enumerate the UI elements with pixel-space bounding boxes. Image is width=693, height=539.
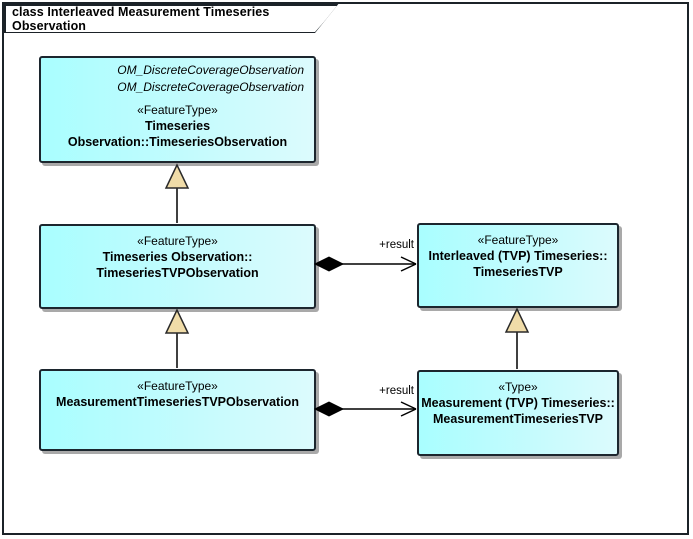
stereotype-label: «FeatureType» [477,233,559,247]
class-measurement-timeseries-tvp-observation[interactable]: «FeatureType» MeasurementTimeseriesTVPOb… [39,369,316,451]
class-name: MeasurementTimeseriesTVP [433,412,603,426]
parent-class-label: OM_DiscreteCoverageObservation [117,80,304,94]
stereotype-label: «FeatureType» [137,379,218,393]
diagram-title-tab-inner: class Interleaved Measurement Timeseries… [6,6,338,32]
parent-class-label: OM_DiscreteCoverageObservation [117,63,304,77]
stereotype-label: «FeatureType» [137,234,218,248]
generalization-connector[interactable] [504,307,530,369]
class-timeseries-tvp[interactable]: «FeatureType» Interleaved (TVP) Timeseri… [417,223,619,308]
class-name: Timeseries Observation::TimeseriesObserv… [67,119,288,149]
class-name: Measurement (TVP) Timeseries:: [421,396,615,410]
composition-diamond-icon [313,256,345,272]
composition-connector[interactable] [313,401,417,417]
generalization-connector[interactable] [164,163,190,223]
generalization-connector[interactable] [164,308,190,368]
generalization-arrowhead-icon [164,308,190,334]
generalization-arrowhead-icon [164,163,190,189]
association-role-label: +result [379,239,414,251]
stereotype-label: «Type» [498,380,538,394]
association-role-label: +result [379,385,414,397]
class-timeseries-tvp-observation[interactable]: «FeatureType» Timeseries Observation:: T… [39,224,316,309]
composition-diamond-icon [313,401,345,417]
class-name: Timeseries Observation:: [102,250,253,264]
open-arrowhead-icon [400,401,417,417]
class-name: MeasurementTimeseriesTVPObservation [56,395,299,409]
class-measurement-timeseries-tvp[interactable]: «Type» Measurement (TVP) Timeseries:: Me… [417,370,619,456]
diagram-title: class Interleaved Measurement Timeseries… [12,5,270,33]
diagram-title-tab: class Interleaved Measurement Timeseries… [2,2,340,33]
composition-connector[interactable] [313,256,417,272]
open-arrowhead-icon [400,256,417,272]
generalization-arrowhead-icon [504,307,530,333]
stereotype-label: «FeatureType» [137,103,218,117]
class-name: TimeseriesTVP [473,265,563,279]
class-name: TimeseriesTVPObservation [96,266,259,280]
class-name: Interleaved (TVP) Timeseries:: [428,249,608,263]
class-timeseries-observation[interactable]: OM_DiscreteCoverageObservation OM_Discre… [39,56,316,163]
